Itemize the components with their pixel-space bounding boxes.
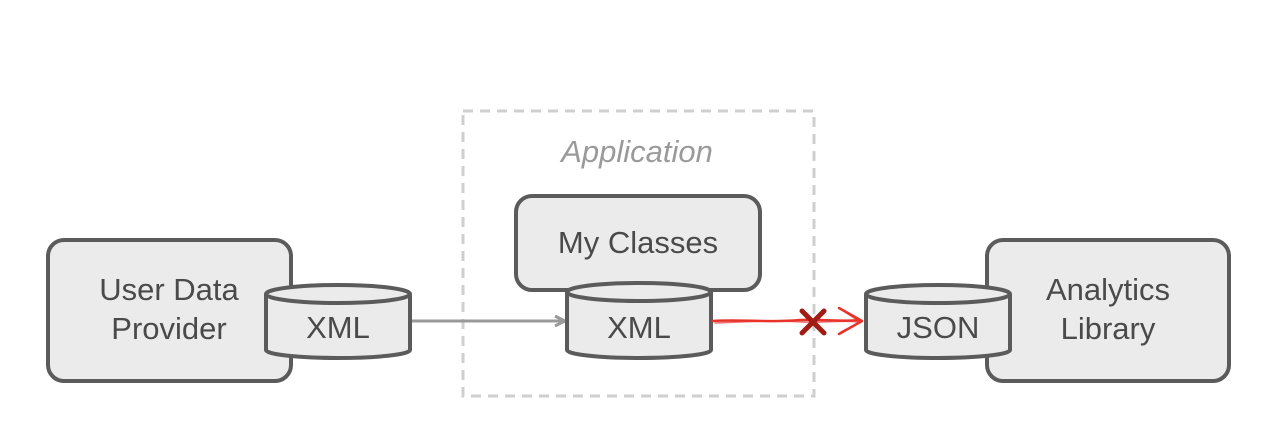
app-xml-label: XML	[607, 310, 671, 345]
user-data-provider-label-line2: Provider	[111, 311, 226, 346]
provider-xml-label: XML	[306, 310, 370, 345]
user-data-provider-label-line1: User Data	[99, 272, 239, 307]
library-json-label: JSON	[897, 310, 980, 345]
app-to-library-arrow	[711, 306, 864, 336]
provider-xml-datastore: XML	[264, 283, 412, 360]
application-label: Application	[559, 134, 713, 169]
analytics-library-label-line2: Library	[1061, 311, 1156, 346]
x-mark-icon	[799, 308, 827, 336]
application-container	[461, 109, 816, 398]
library-json-datastore: JSON	[864, 283, 1012, 360]
my-classes-label: My Classes	[558, 225, 718, 260]
app-xml-datastore: XML	[565, 281, 713, 360]
analytics-library-label-line1: Analytics	[1046, 272, 1170, 307]
